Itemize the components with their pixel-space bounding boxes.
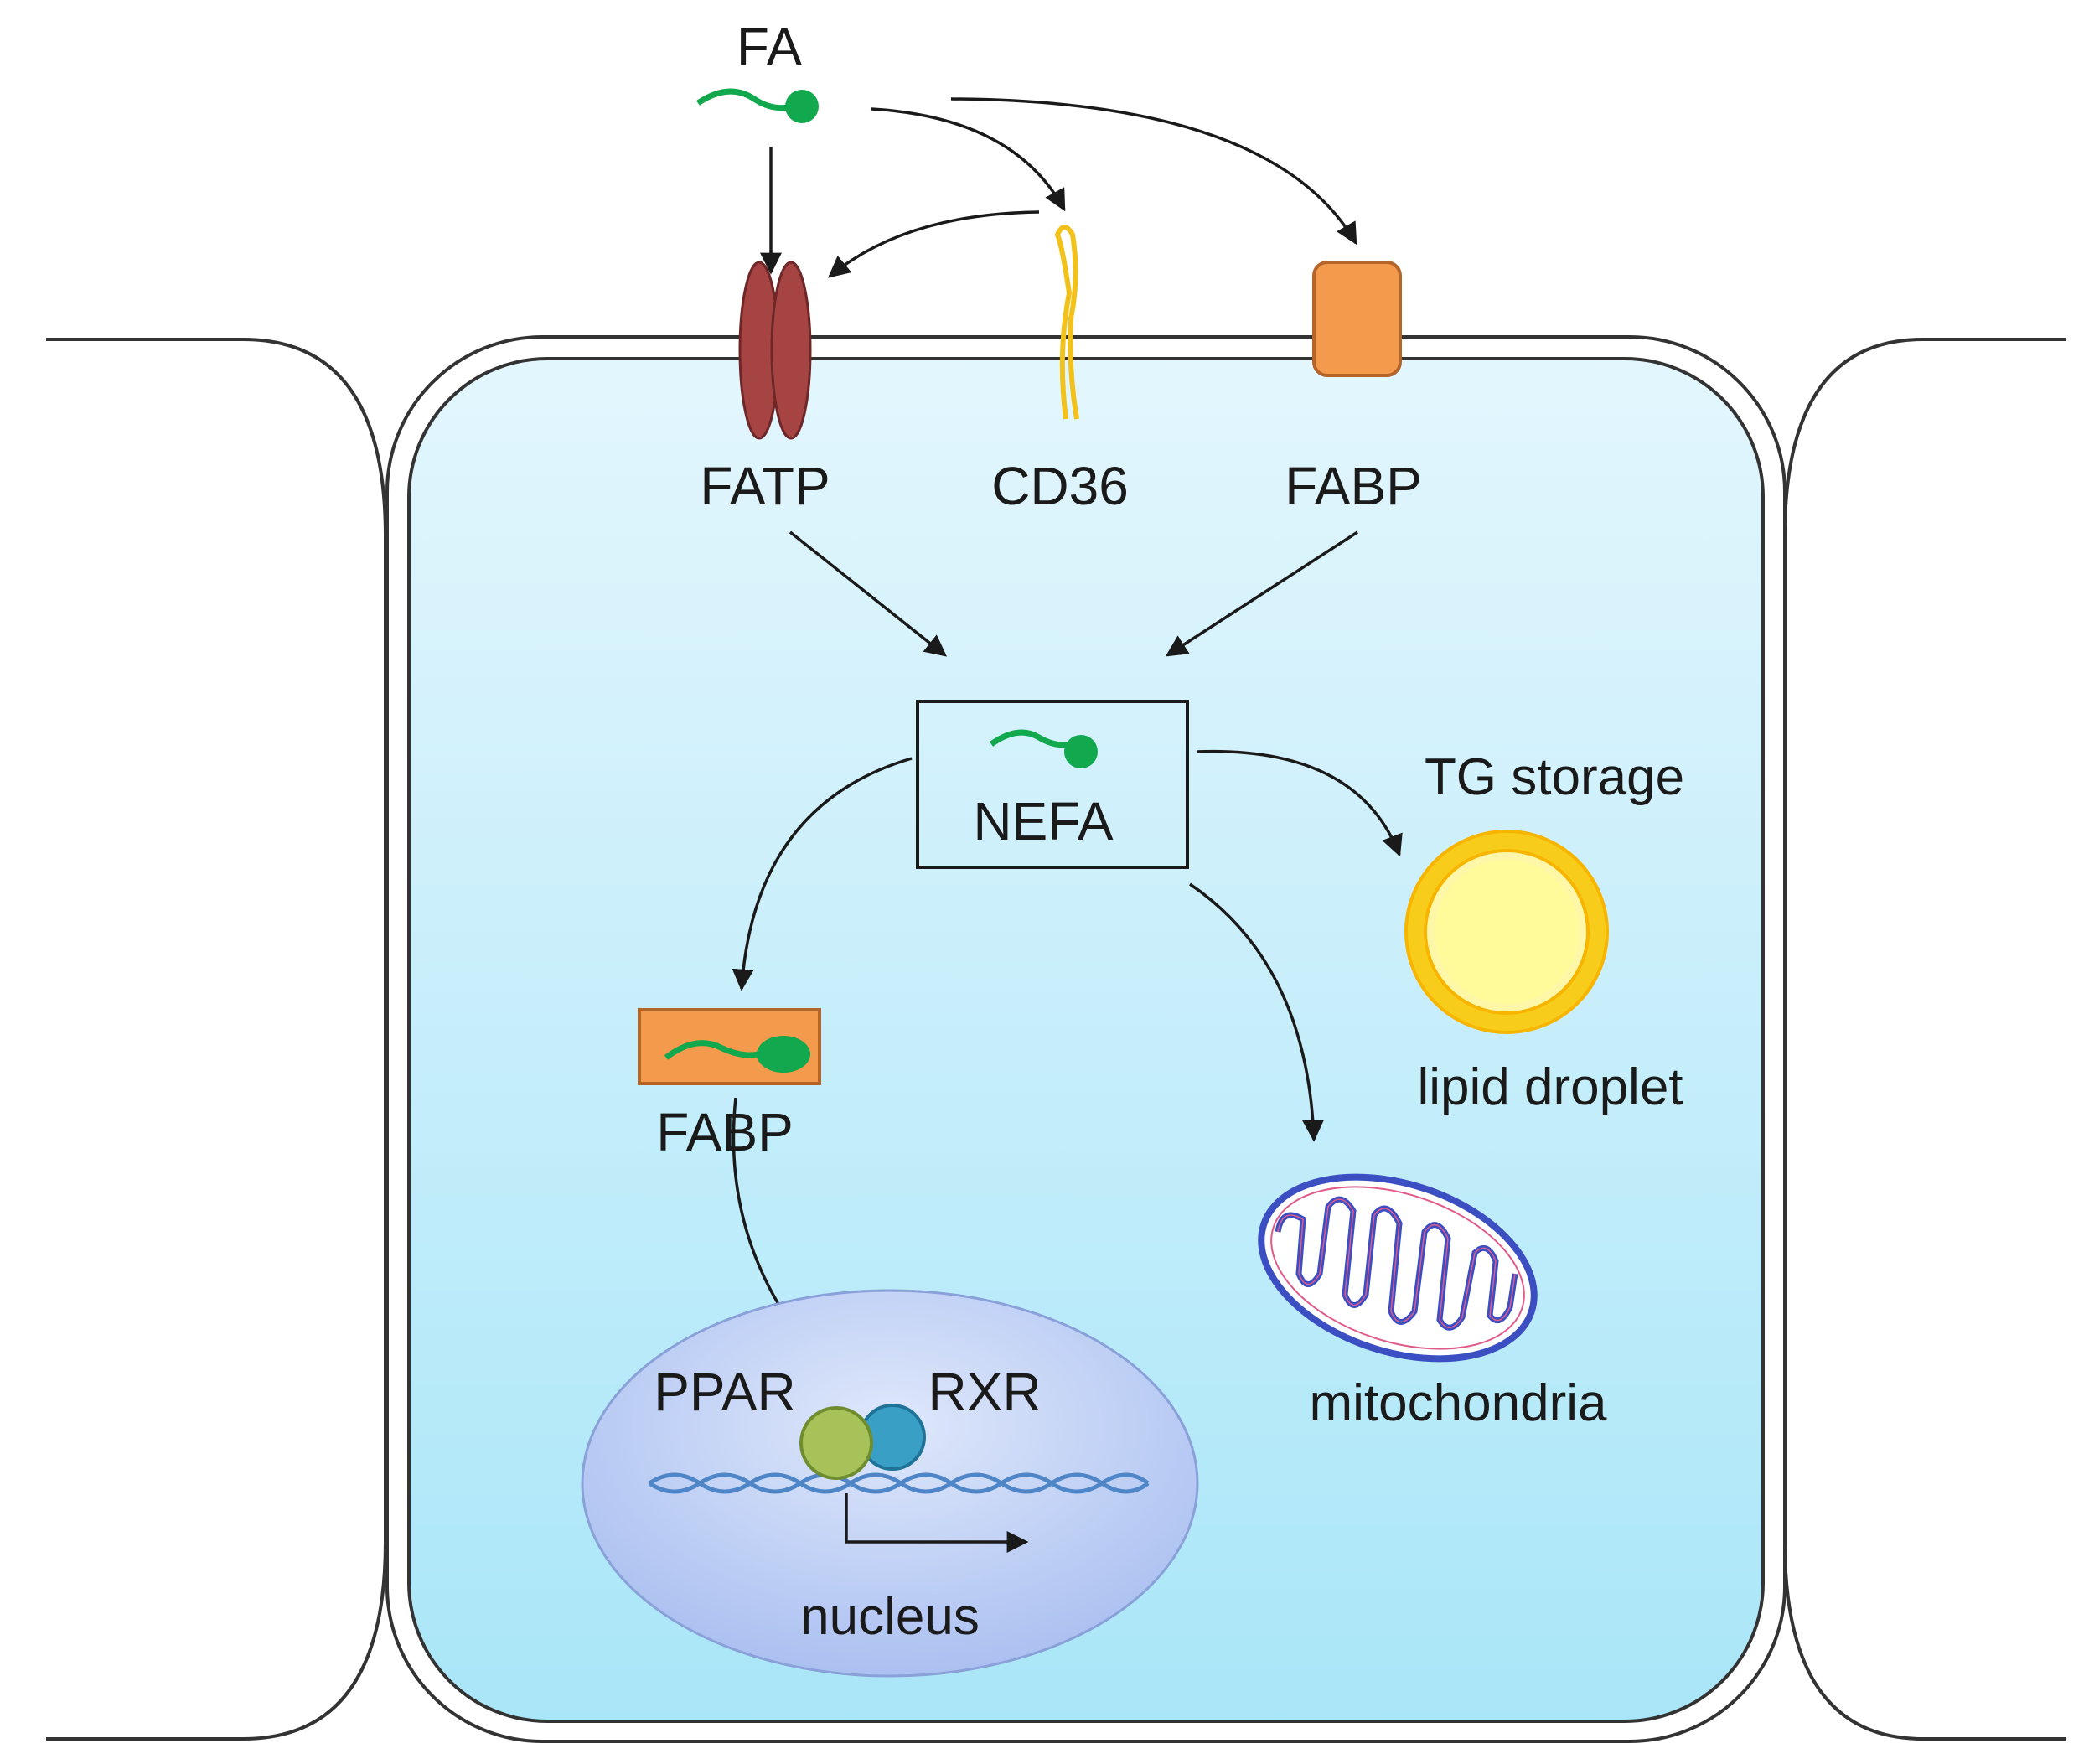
fatty-acid-icon	[664, 1036, 810, 1073]
ppar-label: PPAR	[654, 1362, 796, 1422]
fatty-acid-icon	[696, 88, 819, 123]
nucleus-organelle	[581, 1289, 1199, 1678]
fabp-membrane-protein	[1312, 261, 1402, 377]
tg-storage-label: TG storage	[1425, 748, 1684, 806]
right-neighbour-cell	[1783, 338, 2066, 1741]
mitochondria-organelle	[1258, 1173, 1538, 1363]
arrow-fatp-to-nefa	[789, 530, 948, 657]
cd36-label: CD36	[991, 456, 1129, 516]
fatty-acid-icon	[989, 729, 1098, 768]
fabp-membrane-label: FABP	[1285, 456, 1422, 516]
fatp-transporter	[738, 261, 812, 440]
lipid-droplet-label: lipid droplet	[1417, 1058, 1683, 1116]
arrow-fa-to-cd36	[871, 107, 1066, 212]
fatp-label: FATP	[700, 456, 830, 516]
dna-strand	[648, 1472, 1150, 1494]
arrow-nefa-to-lipid-droplet	[1196, 749, 1403, 857]
rxr-label: RXR	[928, 1362, 1041, 1422]
fabp-cytosol-label: FABP	[656, 1102, 794, 1162]
arrow-fabp-to-nefa	[1165, 530, 1358, 657]
transcription-arrow	[845, 1493, 1029, 1553]
arrow-nefa-to-fabp	[732, 757, 913, 991]
arrow-fa-to-fabp	[950, 97, 1357, 246]
fa-label: FA	[737, 17, 803, 77]
arrow-cd36-to-fatp	[828, 210, 1040, 278]
nucleus-label: nucleus	[800, 1588, 980, 1646]
lipid-droplet	[1404, 830, 1609, 1034]
cd36-receptor	[1054, 225, 1079, 420]
mitochondria-label: mitochondria	[1310, 1374, 1607, 1432]
nefa-label: NEFA	[973, 791, 1113, 851]
arrow-nefa-to-mitochondria	[1189, 882, 1325, 1142]
left-neighbour-cell	[46, 338, 387, 1741]
ppar-protein	[799, 1406, 873, 1480]
nefa-box	[916, 700, 1189, 869]
